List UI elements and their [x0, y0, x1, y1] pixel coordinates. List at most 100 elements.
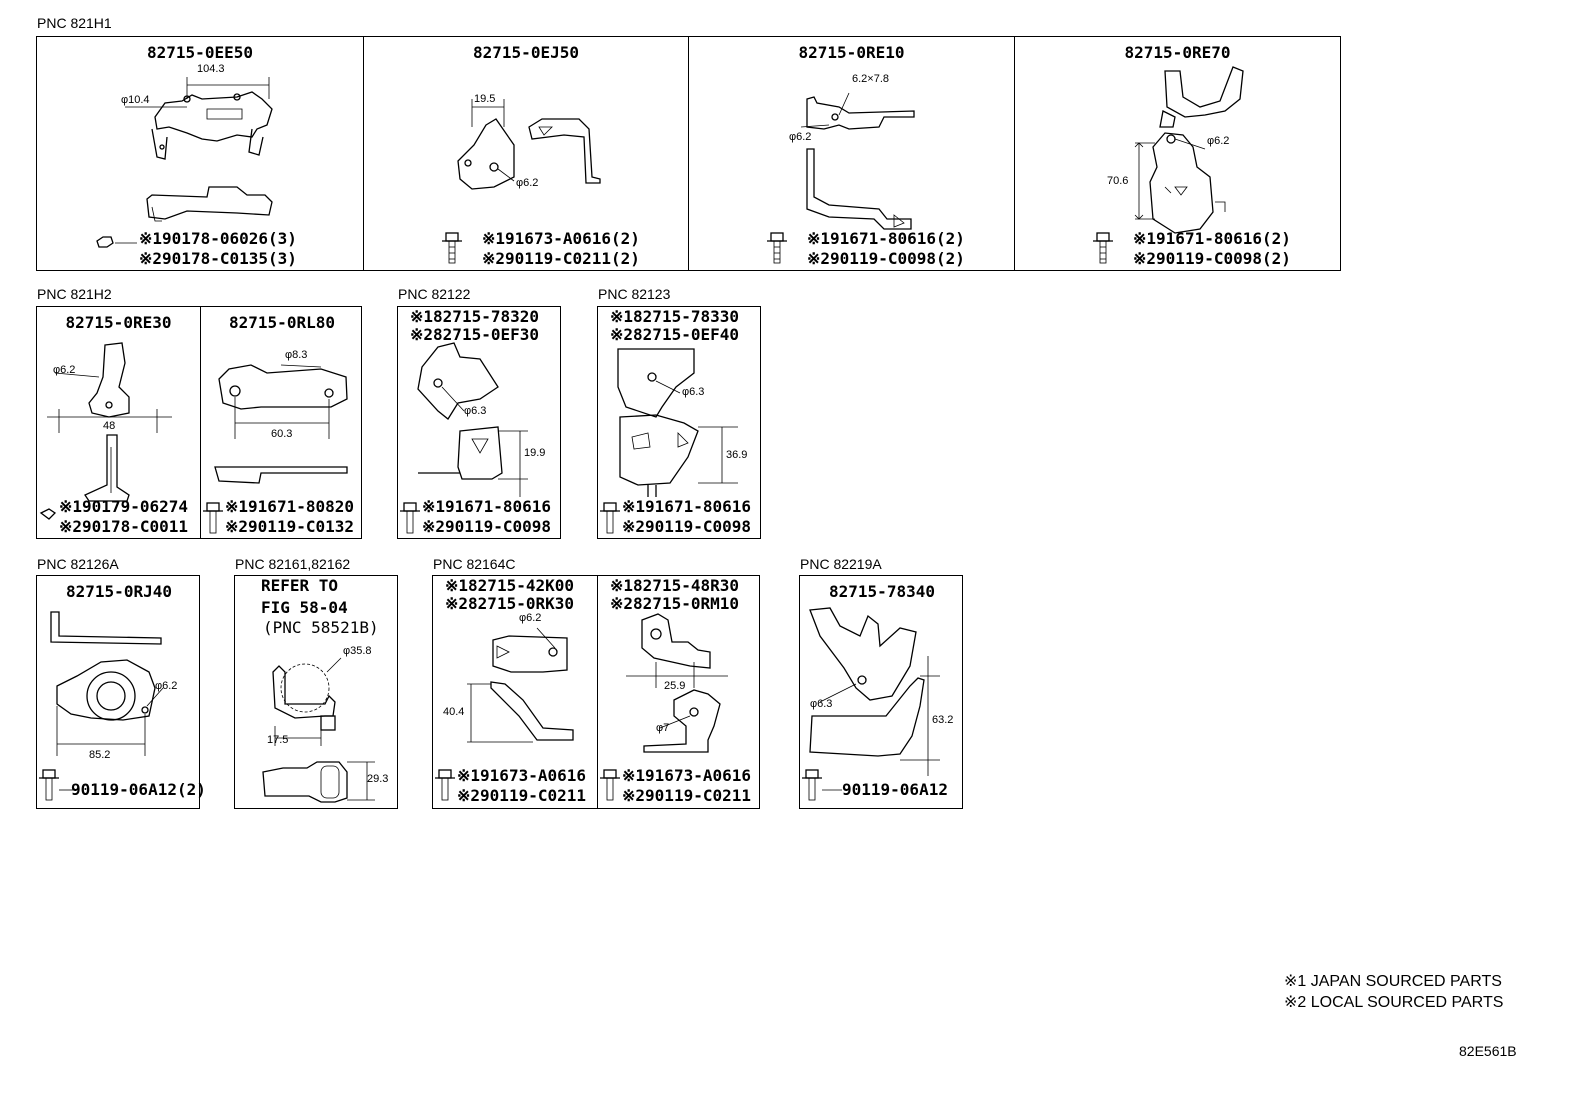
- dim-height: 70.6: [1107, 175, 1129, 187]
- refer-line: REFER TO: [261, 576, 339, 595]
- part-cell-82715-0ee50[interactable]: 82715-0EE50 104.3 φ10.4 ※190178-06026(3)…: [37, 37, 363, 270]
- bracket-drawing: [467, 627, 574, 743]
- group-box-82123: ※182715-78330 ※282715-0EF40 φ6.3 36.9 ※1…: [597, 306, 761, 539]
- bolt-icon: [435, 769, 455, 801]
- bolt-icon: [802, 769, 842, 801]
- group-label-82123: PNC 82123: [598, 286, 671, 302]
- part-number-japan: ※182715-42K00: [445, 576, 574, 595]
- part-number-japan: ※182715-78330: [610, 307, 739, 326]
- figure-code: 82E561B: [1459, 1043, 1517, 1059]
- part-number: 82715-0RE10: [798, 43, 905, 62]
- part-number: 82715-0EE50: [147, 43, 253, 62]
- dim-hole-diameter: φ6.2: [519, 612, 542, 624]
- fastener-note: ※191673-A0616: [622, 766, 751, 785]
- fastener-note: ※290119-C0132: [225, 517, 354, 536]
- fastener-note: ※191673-A0616(2): [482, 229, 640, 248]
- fastener-note: ※190179-06274: [59, 497, 188, 516]
- part-number-local: ※282715-0RM10: [610, 594, 739, 613]
- dim-hole-diameter: φ6.2: [53, 364, 76, 376]
- bracket-drawing: [50, 611, 164, 756]
- fastener-note: ※290178-C0135(3): [139, 249, 297, 268]
- part-cell-82715-0rl80[interactable]: 82715-0RL80 φ8.3 60.3 ※191671-80820 ※290…: [200, 307, 363, 538]
- fastener-note: ※290119-C0098(2): [1133, 249, 1291, 268]
- part-cell-82715-0rj40[interactable]: 82715-0RJ40 φ6.2 85.2 90119-06A12(2): [37, 576, 206, 808]
- fastener-note: ※191671-80616(2): [1133, 229, 1291, 248]
- dim-height: 63.2: [932, 714, 954, 726]
- group-box-821h1: 82715-0EE50 104.3 φ10.4 ※190178-06026(3)…: [36, 36, 1341, 271]
- part-number: 82715-0RJ40: [66, 582, 172, 601]
- bolt-icon: [400, 502, 420, 534]
- group-label-82126a: PNC 82126A: [37, 556, 119, 572]
- fastener-note: ※290119-C0211: [457, 786, 586, 805]
- fastener-note: 90119-06A12: [842, 780, 948, 799]
- bracket-drawing: [262, 657, 375, 803]
- bracket-drawing: [626, 613, 728, 753]
- bracket-drawing: [617, 348, 738, 497]
- part-cell-82715-0re10[interactable]: 82715-0RE10 6.2×7.8 φ6.2 ※191671-80616(2…: [688, 37, 1014, 270]
- part-number: 82715-0RE30: [65, 313, 172, 332]
- group-label-821h1: PNC 821H1: [37, 15, 112, 31]
- dim-width: 48: [103, 420, 116, 432]
- part-number-local: ※282715-0EF30: [410, 325, 539, 344]
- bolt-icon: [442, 232, 462, 264]
- group-box-82122: ※182715-78320 ※282715-0EF30 φ6.3 19.9 ※1…: [397, 306, 561, 539]
- dim-hole-diameter: φ6.2: [155, 680, 178, 692]
- dim-height: 29.3: [367, 773, 389, 785]
- part-number-local: ※282715-0RK30: [445, 594, 574, 613]
- part-number: 82715-0RE70: [1124, 43, 1231, 62]
- dim-pitch: 25.9: [664, 680, 686, 692]
- part-cell-82715-78340[interactable]: 82715-78340 φ6.3 63.2 90119-06A12: [800, 576, 964, 808]
- refer-line: (PNC 58521B): [263, 618, 379, 637]
- legend-japan-sourced: ※1 JAPAN SOURCED PARTS: [1284, 973, 1502, 990]
- fastener-note: ※191671-80616(2): [807, 229, 965, 248]
- group-label-821h2: PNC 821H2: [37, 286, 112, 302]
- fastener-note: ※290119-C0211(2): [482, 249, 640, 268]
- bracket-drawing: [214, 364, 348, 484]
- group-box-82219a: 82715-78340 φ6.3 63.2 90119-06A12: [799, 575, 963, 809]
- part-number-japan: ※182715-48R30: [610, 576, 739, 595]
- dim-hole-diameter: φ6.2: [1207, 135, 1230, 147]
- part-number-japan: ※182715-78320: [410, 307, 539, 326]
- part-cell-82164c-b[interactable]: ※182715-48R30 ※282715-0RM10 25.9 φ7 ※191…: [597, 576, 761, 808]
- part-cell-82715-0ej50[interactable]: 82715-0EJ50 19.5 φ6.2 ※191673-A0616(2) ※…: [363, 37, 688, 270]
- part-cell-82123[interactable]: ※182715-78330 ※282715-0EF40 φ6.3 36.9 ※1…: [598, 307, 762, 538]
- group-label-82164c: PNC 82164C: [433, 556, 516, 572]
- dim-hole-diameter: φ6.2: [516, 177, 539, 189]
- dim-pitch: 85.2: [89, 749, 111, 761]
- bolt-icon: [203, 502, 223, 534]
- dim-hole-diameter: φ6.3: [682, 386, 705, 398]
- bracket-drawing: [457, 99, 601, 190]
- part-cell-82122[interactable]: ※182715-78320 ※282715-0EF30 φ6.3 19.9 ※1…: [398, 307, 562, 538]
- part-number: 82715-0RL80: [229, 313, 335, 332]
- bracket-drawing: [417, 342, 528, 497]
- legend-local-sourced: ※2 LOCAL SOURCED PARTS: [1284, 994, 1504, 1011]
- fastener-note: 90119-06A12(2): [71, 780, 206, 799]
- dim-slot-size: 6.2×7.8: [852, 73, 890, 85]
- fastener-note: ※190178-06026(3): [139, 229, 297, 248]
- part-cell-82715-0re30[interactable]: 82715-0RE30 φ6.2 48 ※190179-06274 ※29017…: [37, 307, 200, 538]
- fastener-note: ※191673-A0616: [457, 766, 586, 785]
- dim-hole-diameter: φ6.2: [789, 131, 812, 143]
- dim-hole-diameter: φ10.4: [121, 94, 150, 106]
- group-box-82126a: 82715-0RJ40 φ6.2 85.2 90119-06A12(2): [36, 575, 206, 809]
- part-cell-82164c-a[interactable]: ※182715-42K00 ※282715-0RK30 φ6.2 40.4 ※1…: [433, 576, 597, 808]
- group-box-82164c: ※182715-42K00 ※282715-0RK30 φ6.2 40.4 ※1…: [432, 575, 760, 809]
- part-number: 82715-78340: [829, 582, 935, 601]
- fastener-note: ※191671-80820: [225, 497, 354, 516]
- bolt-icon: [600, 502, 620, 534]
- part-number: 82715-0EJ50: [473, 43, 579, 62]
- dim-hole-diameter: φ6.3: [810, 698, 833, 710]
- group-label-82122: PNC 82122: [398, 286, 471, 302]
- dim-hole-diameter: φ35.8: [343, 645, 372, 657]
- group-label-82161-82162: PNC 82161,82162: [235, 556, 351, 572]
- part-cell-82161-82162[interactable]: REFER TO FIG 58-04 (PNC 58521B) φ35.8 17…: [235, 576, 399, 808]
- dim-width: 17.5: [267, 734, 289, 746]
- dim-width: 19.5: [474, 93, 496, 105]
- refer-line: FIG 58-04: [261, 598, 348, 617]
- fastener-note: ※290119-C0098(2): [807, 249, 965, 268]
- fastener-note: ※290119-C0098: [422, 517, 551, 536]
- bolt-icon: [767, 232, 787, 264]
- part-cell-82715-0re70[interactable]: 82715-0RE70 φ6.2 70.6 ※191671-80616(2) ※…: [1014, 37, 1340, 270]
- group-box-82161-82162: REFER TO FIG 58-04 (PNC 58521B) φ35.8 17…: [234, 575, 398, 809]
- bracket-drawing: [39, 342, 172, 520]
